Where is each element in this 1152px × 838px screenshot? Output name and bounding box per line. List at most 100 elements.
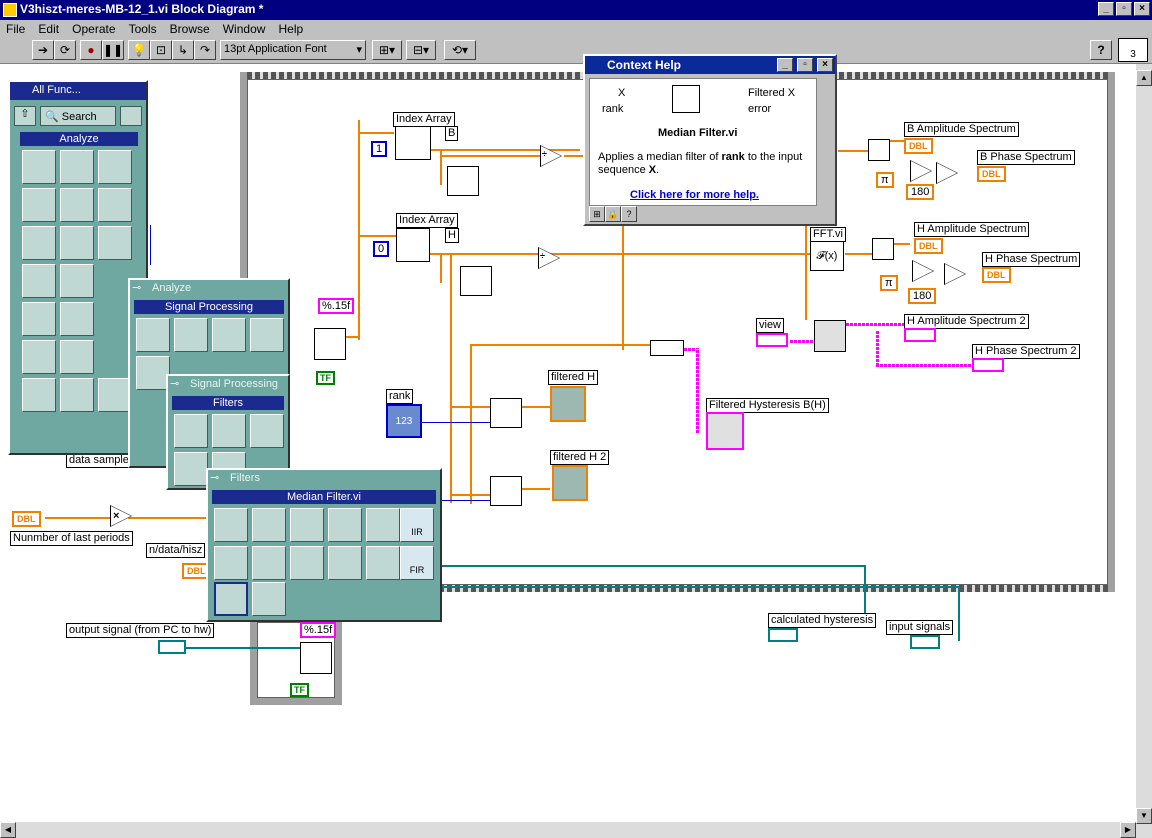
- pin-icon[interactable]: ⊸: [170, 378, 180, 390]
- scroll-up-arrow-icon[interactable]: ▲: [1136, 70, 1152, 86]
- all-functions-palette[interactable]: All Func... ⇧ 🔍 Search Analyze: [8, 80, 148, 455]
- filtered-h-graph-terminal[interactable]: [550, 386, 586, 422]
- bool-terminal-2[interactable]: TF: [290, 683, 309, 697]
- iir-subpalette[interactable]: IIR: [400, 508, 434, 542]
- font-select[interactable]: 13pt Application Font ▾: [220, 40, 366, 60]
- sig-cell-4[interactable]: [250, 318, 284, 352]
- filter-vi-3[interactable]: [290, 508, 324, 542]
- filters-palette[interactable]: ⊸ Filters Median Filter.vi IIR FIR: [206, 468, 442, 622]
- filt-cell-1[interactable]: [174, 414, 208, 448]
- palette-cell-11[interactable]: [60, 264, 94, 298]
- output-signal-terminal[interactable]: [158, 640, 186, 654]
- minimize-button[interactable]: _: [1098, 2, 1114, 16]
- filt-cell-4[interactable]: [174, 452, 208, 486]
- divide-node-1[interactable]: [540, 145, 562, 167]
- palette-cell-4[interactable]: [22, 188, 56, 222]
- up-arrow-icon[interactable]: ⇧: [14, 106, 36, 126]
- complex-to-polar-h[interactable]: [872, 238, 894, 260]
- palette-cell-16[interactable]: [22, 378, 56, 412]
- rank-control[interactable]: 123: [386, 404, 422, 438]
- palette-cell-13[interactable]: [60, 302, 94, 336]
- menu-help[interactable]: Help: [278, 22, 304, 36]
- filter-vi-8[interactable]: [290, 546, 324, 580]
- help-button[interactable]: ?: [1090, 40, 1112, 60]
- filter-vi-2[interactable]: [252, 508, 286, 542]
- scroll-right-arrow-icon[interactable]: ▶: [1120, 822, 1136, 838]
- step-into-icon[interactable]: ↳: [172, 40, 194, 60]
- filter-vi-10[interactable]: [366, 546, 400, 580]
- b-amplitude-terminal[interactable]: DBL: [904, 138, 933, 154]
- median-filter-vi-selected[interactable]: [214, 582, 248, 616]
- horizontal-scrollbar[interactable]: ◀ ▶: [0, 822, 1136, 838]
- filt-cell-3[interactable]: [250, 414, 284, 448]
- run-arrow-icon[interactable]: ➔: [32, 40, 54, 60]
- filter-vi-9[interactable]: [328, 546, 362, 580]
- num-periods-terminal[interactable]: DBL: [12, 511, 41, 527]
- median-filter-node-2[interactable]: [490, 476, 522, 506]
- complex-to-polar-b[interactable]: [868, 139, 890, 161]
- ctx-lock-icon[interactable]: ⊞: [589, 206, 605, 222]
- context-help-window[interactable]: Context Help _ ▫ × X rank Filtered X err…: [583, 54, 837, 226]
- sig-cell-1[interactable]: [136, 318, 170, 352]
- filtered-h-2-graph-terminal[interactable]: [552, 465, 588, 501]
- pi-const-h[interactable]: π: [880, 275, 898, 291]
- index-const-0[interactable]: 0: [373, 241, 390, 257]
- multiply-h2[interactable]: [944, 263, 966, 285]
- h-amplitude-2-terminal[interactable]: [904, 328, 936, 342]
- menu-window[interactable]: Window: [222, 22, 266, 36]
- search-button[interactable]: 🔍 Search: [40, 106, 116, 126]
- palette-cell-3[interactable]: [98, 150, 132, 184]
- filter-vi-5[interactable]: [366, 508, 400, 542]
- index-array-2-node[interactable]: [396, 228, 430, 262]
- highlight-execution-icon[interactable]: 💡: [128, 40, 150, 60]
- format-into-string-1[interactable]: [314, 328, 346, 360]
- filter-vi-6[interactable]: [214, 546, 248, 580]
- h-phase-2-terminal[interactable]: [972, 358, 1004, 372]
- palette-cell-12[interactable]: [22, 302, 56, 336]
- filter-vi-4[interactable]: [328, 508, 362, 542]
- subarray-node-1[interactable]: [447, 166, 479, 196]
- palette-cell-10[interactable]: [22, 264, 56, 298]
- abort-icon[interactable]: ●: [80, 40, 102, 60]
- palette-cell-9[interactable]: [98, 226, 132, 260]
- filter-vi-1[interactable]: [214, 508, 248, 542]
- palette-cell-7[interactable]: [22, 226, 56, 260]
- format-string-2[interactable]: %.15f: [300, 622, 336, 638]
- scroll-left-arrow-icon[interactable]: ◀: [0, 822, 16, 838]
- multiply-h1[interactable]: [912, 260, 934, 282]
- sig-cell-2[interactable]: [174, 318, 208, 352]
- filt-cell-2[interactable]: [212, 414, 246, 448]
- subarray-node-2[interactable]: [460, 266, 492, 296]
- palette-cell-18[interactable]: [98, 378, 132, 412]
- scroll-down-arrow-icon[interactable]: ▼: [1136, 808, 1152, 824]
- palette-cell-5[interactable]: [60, 188, 94, 222]
- fft-spectrum-node[interactable]: [814, 320, 846, 352]
- bool-terminal-1[interactable]: TF: [316, 371, 335, 385]
- median-filter-node-1[interactable]: [490, 398, 522, 428]
- b-phase-terminal[interactable]: DBL: [977, 166, 1006, 182]
- step-over-icon[interactable]: ↷: [194, 40, 216, 60]
- ctx-minimize-button[interactable]: _: [777, 58, 793, 72]
- index-const-1[interactable]: 1: [371, 141, 388, 157]
- filtered-hysteresis-graph-terminal[interactable]: [706, 412, 744, 450]
- vi-connector-icon[interactable]: 3: [1118, 38, 1148, 62]
- menu-edit[interactable]: Edit: [38, 22, 60, 36]
- sig-cell-5[interactable]: [136, 356, 170, 390]
- const-180-h[interactable]: 180: [908, 288, 937, 304]
- h-amplitude-terminal[interactable]: DBL: [914, 238, 943, 254]
- menu-operate[interactable]: Operate: [72, 22, 116, 36]
- multiply-periods[interactable]: [110, 505, 132, 527]
- restore-button[interactable]: ▫: [1116, 2, 1132, 16]
- palette-cell-8[interactable]: [60, 226, 94, 260]
- pin-icon[interactable]: ⊸: [210, 472, 220, 484]
- fir-subpalette[interactable]: FIR: [400, 546, 434, 580]
- fft-node[interactable]: 𝓕(x): [810, 241, 844, 271]
- palette-cell-14[interactable]: [22, 340, 56, 374]
- filter-vi-7[interactable]: [252, 546, 286, 580]
- pi-const-b[interactable]: π: [876, 172, 894, 188]
- index-array-1-node[interactable]: [395, 126, 431, 160]
- pin-icon[interactable]: ⊸: [132, 282, 142, 294]
- pause-icon[interactable]: ❚❚: [102, 40, 124, 60]
- ctx-maximize-button[interactable]: ▫: [797, 58, 813, 72]
- distribute-objects-icon[interactable]: ⊟▾: [406, 40, 436, 60]
